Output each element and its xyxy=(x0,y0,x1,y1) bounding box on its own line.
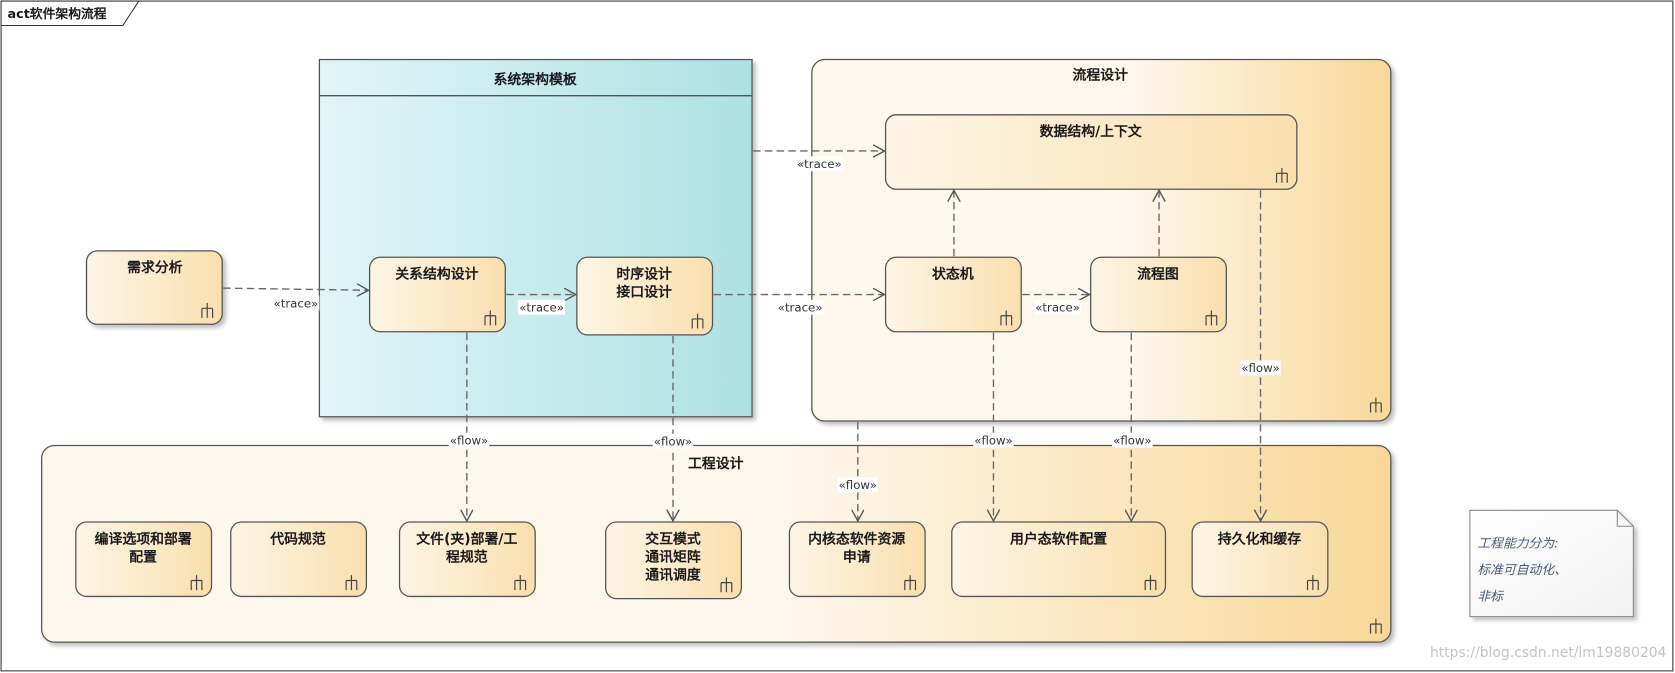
node-kernel-resources: 内核态软件资源 申请 xyxy=(788,521,926,598)
edge-requirements-to-relation xyxy=(223,288,368,290)
node-label-line-3: 通讯调度 xyxy=(645,566,701,583)
node-timing-interface: 时序设计 接口设计 xyxy=(576,256,714,336)
svg-text:«trace»: «trace» xyxy=(519,301,564,315)
note-line-2: 标准可自动化、 xyxy=(1477,563,1567,578)
partition-engineering-title: 工程设计 xyxy=(688,455,744,472)
node-label-line-1: 时序设计 xyxy=(616,266,672,283)
frame-title-tab xyxy=(0,0,140,27)
svg-text:«trace»: «trace» xyxy=(274,296,319,310)
svg-text:«flow»: «flow» xyxy=(974,433,1012,447)
svg-text:«trace»: «trace» xyxy=(778,301,823,315)
node-relation-design: 关系结构设计 xyxy=(368,256,506,333)
node-label-line-2: 接口设计 xyxy=(616,284,672,301)
partition-template-title: 系统架构模板 xyxy=(494,71,577,88)
note-folded-corner xyxy=(1616,510,1634,527)
node-label-line-2: 程规范 xyxy=(446,548,488,565)
svg-text:«flow»: «flow» xyxy=(839,478,877,492)
node-file-layout: 文件(夹)部署/工 程规范 xyxy=(398,521,536,598)
node-code-standards: 代码规范 xyxy=(230,521,368,598)
node-label: 数据结构/上下文 xyxy=(1040,123,1142,140)
node-label-line-2: 配置 xyxy=(129,548,157,565)
node-label: 持久化和缓存 xyxy=(1218,530,1301,547)
edge-label-flow: «flow» xyxy=(448,432,490,448)
node-label: 流程图 xyxy=(1137,266,1179,283)
edge-label-flow: «flow» xyxy=(973,432,1014,448)
node-label: 代码规范 xyxy=(269,530,326,547)
svg-text:«trace»: «trace» xyxy=(1035,301,1080,315)
node-interaction-mode: 交互模式 通讯矩阵 通讯调度 xyxy=(605,521,742,600)
edge-label-trace: «trace» xyxy=(518,299,566,315)
node-flowchart: 流程图 xyxy=(1090,256,1227,333)
node-label-line-1: 交互模式 xyxy=(645,530,701,547)
edge-label-flow: «flow» xyxy=(652,433,694,449)
note-line-1: 工程能力分为: xyxy=(1477,537,1558,552)
node-label-line-1: 编译选项和部署 xyxy=(95,530,192,547)
frame-title: act软件架构流程 xyxy=(7,6,106,22)
svg-text:«trace»: «trace» xyxy=(797,157,842,171)
node-build-options: 编译选项和部署 配置 xyxy=(75,521,213,598)
node-label-line-2: 申请 xyxy=(843,548,871,565)
svg-text:«flow»: «flow» xyxy=(654,435,692,449)
edge-label-flow: «flow» xyxy=(1240,360,1281,376)
edge-label-trace: «trace» xyxy=(1034,299,1082,315)
node-data-structure: 数据结构/上下文 xyxy=(884,114,1298,190)
node-user-config: 用户态软件配置 xyxy=(951,521,1167,598)
node-label: 关系结构设计 xyxy=(395,266,478,283)
partition-process-title: 流程设计 xyxy=(1073,67,1129,84)
svg-text:«flow»: «flow» xyxy=(1241,361,1279,375)
svg-text:«flow»: «flow» xyxy=(1113,433,1151,447)
edge-label-flow: «flow» xyxy=(837,477,879,493)
node-label: 状态机 xyxy=(932,266,974,283)
note-line-3: 非标 xyxy=(1477,590,1504,605)
svg-text:«flow»: «flow» xyxy=(450,433,488,447)
node-persistence: 持久化和缓存 xyxy=(1191,521,1329,598)
watermark: https://blog.csdn.net/lm19880204 xyxy=(1430,645,1667,661)
partition-template: 系统架构模板 xyxy=(318,58,753,418)
node-state-machine: 状态机 xyxy=(884,256,1022,333)
node-label-line-1: 文件(夹)部署/工 xyxy=(416,530,517,547)
partition-process: 流程设计 xyxy=(811,58,1392,422)
node-label-line-1: 内核态软件资源 xyxy=(808,530,905,547)
edge-label-trace: «trace» xyxy=(272,295,320,311)
note: 工程能力分为: 标准可自动化、 非标 xyxy=(1469,509,1634,618)
edge-label-flow: «flow» xyxy=(1112,432,1153,448)
node-label-line-2: 通讯矩阵 xyxy=(645,548,701,565)
node-label: 用户态软件配置 xyxy=(1010,530,1107,547)
node-requirements: 需求分析 xyxy=(85,250,223,325)
edge-label-trace: «trace» xyxy=(776,299,824,315)
node-label: 需求分析 xyxy=(127,259,183,276)
edge-label-trace: «trace» xyxy=(795,156,843,172)
